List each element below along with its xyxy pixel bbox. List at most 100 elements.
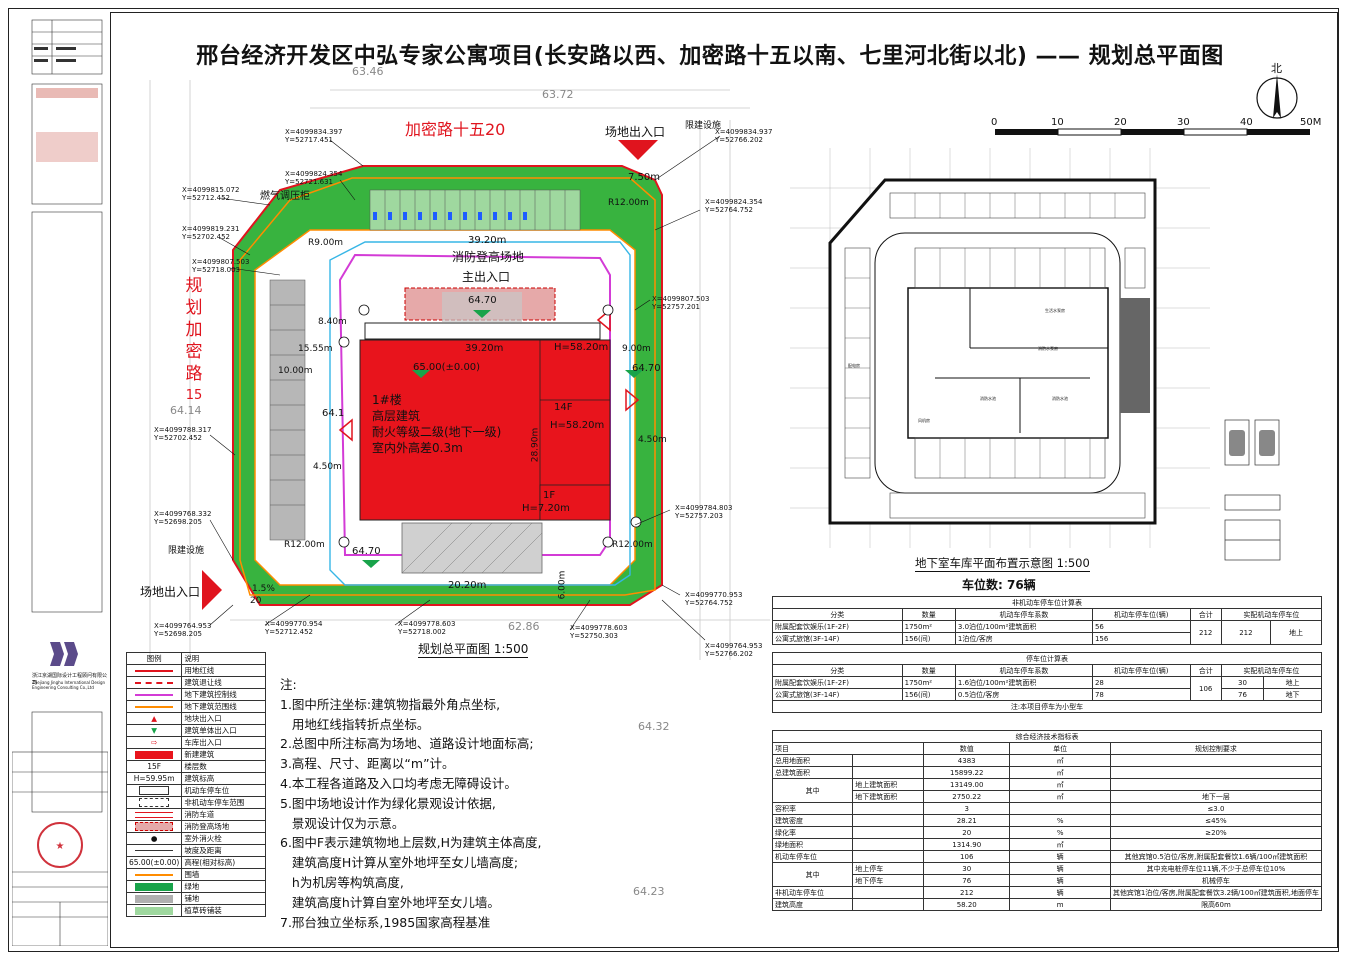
road-left-label: 规 划 加 密 路 15	[182, 275, 206, 407]
nonmotor-r0c6: 地上	[1270, 620, 1322, 645]
nonmotor-r1c2: 1泊位/客房	[954, 632, 1093, 645]
dim-east-2: 9.00m	[622, 344, 651, 354]
parking-detail	[1220, 400, 1290, 570]
motor-h5: 实配机动车停车位	[1220, 664, 1323, 677]
note-line-3: 3.高程、尺寸、距离以“m”计。	[280, 756, 455, 772]
legend-sym-5: ▼	[125, 724, 183, 737]
legend-12: 消防车道	[181, 808, 266, 821]
legend-11: 非机动车停车范围	[181, 796, 266, 809]
main-entry-label: 主出入口	[462, 270, 511, 284]
legend-sym-3	[125, 700, 183, 713]
idx-r2c4	[1109, 778, 1323, 791]
svg-text:★: ★	[56, 841, 65, 852]
index-h2: 单位	[1009, 742, 1111, 755]
index-h1: 数值	[923, 742, 1011, 755]
room-fire-pool-2: 消防水池	[1052, 396, 1068, 401]
idx-r5c1	[852, 814, 925, 827]
coord-8: X=4099788.317 Y=52702.452	[154, 426, 212, 442]
dim-building-width: 39.20m	[465, 343, 504, 354]
motor-r0c5: 30	[1220, 676, 1265, 689]
room-fire-pool-1: 消防水池	[980, 396, 996, 401]
north-arrow-icon	[1256, 74, 1298, 119]
coord-6: X=4099824.354 Y=52764.752	[705, 198, 763, 214]
basement-caption: 地下室车库平面布置示意图 1:500	[915, 556, 1090, 572]
idx-r12c4: 限高60m	[1109, 898, 1323, 911]
legend-sym-7	[125, 748, 183, 761]
idx-r6c0: 绿化率	[771, 826, 854, 839]
company-name: 浙江京湖国际设计工程顾问有限公司	[32, 673, 108, 686]
dim-south-east: 6.00m	[557, 570, 568, 600]
gas-cabinet-label: 燃气调压柜	[260, 191, 310, 202]
road-left-char-1: 划	[185, 298, 203, 318]
tower-floors: 14F	[554, 402, 573, 413]
note-line-0: 1.图中所注坐标:建筑物指最外角点坐标,	[280, 696, 501, 712]
legend-8: 楼层数	[181, 760, 266, 773]
tower-height: H=58.20m	[550, 420, 605, 431]
nonmotor-r1c3: 156	[1091, 632, 1191, 645]
index-h0: 项目	[771, 742, 925, 755]
idx-r9c4: 其中充电桩停车位11辆,不少于总停车位10%	[1109, 862, 1323, 875]
floor-elev-label: 65.00(±0.00)	[413, 362, 481, 373]
idx-r9c0: 其中	[771, 862, 854, 887]
motor-h3: 机动车停车位(辆)	[1091, 664, 1191, 677]
note-line-8: 建筑高度H计算从室外地坪至女儿墙高度;	[280, 855, 519, 871]
legend-sym-19	[125, 892, 183, 905]
dim-radius-4: R12.00m	[612, 540, 653, 550]
dim-depth: 28.90m	[530, 427, 541, 463]
legend-sym-17	[125, 868, 183, 881]
entrance-left-label: 场地出入口	[140, 585, 201, 599]
elev-6: 62.86	[508, 620, 540, 633]
title-block-grid: ★	[11, 19, 109, 947]
elev-5: 64.14	[170, 404, 202, 417]
scale-tick-4: 40	[1240, 117, 1253, 128]
dim-east-top: 7.50m	[628, 172, 661, 183]
legend-15: 坡度及距离	[181, 844, 266, 857]
elev-7: 64.32	[638, 720, 670, 733]
idx-r6c2: 20	[923, 826, 1011, 839]
legend-sym-2	[125, 688, 183, 701]
scale-tick-0: 0	[991, 117, 998, 128]
elev-0: 63.46	[352, 65, 384, 78]
scale-tick-5: 50M	[1300, 117, 1322, 128]
notes: 注: 1.图中所注坐标:建筑物指最外角点坐标, 用地红线指转折点坐标。 2.总图…	[280, 675, 541, 932]
motor-r0c4: 106	[1189, 676, 1222, 701]
idx-r7c2: 1314.90	[923, 838, 1011, 851]
motor-h1: 数量	[901, 664, 956, 677]
legend-sym-8: 15F	[125, 760, 183, 773]
coord-11: X=4099764.953 Y=52698.205	[154, 622, 212, 638]
room-fan: 风机房	[918, 418, 930, 423]
legend-1: 建筑退让线	[181, 676, 266, 689]
coord-7: X=4099807.503 Y=52757.201	[652, 295, 710, 311]
idx-r10c1: 地下停车	[852, 874, 925, 887]
idx-r12c2: 58.20	[923, 898, 1011, 911]
nonmotor-r0c4: 212	[1189, 620, 1222, 645]
motor-r1c1: 156(间)	[901, 688, 956, 701]
building-desc-line-0: 1#楼	[372, 393, 402, 407]
idx-r4c0: 容积率	[771, 802, 854, 815]
road-left-char-0: 规	[185, 276, 203, 296]
basement-plan: 生活水泵房 配电房 消防水泵房 消防水池 消防水池 风机房 地下室车库平面布置示…	[790, 148, 1210, 592]
motor-r0c3: 28	[1091, 676, 1191, 689]
legend-sym-12	[125, 808, 183, 821]
limit-top-label: 限建设施	[685, 121, 722, 131]
idx-r0c2: 4383	[923, 754, 1011, 767]
idx-r3c2: 2750.22	[923, 790, 1011, 803]
notes-head: 注:	[280, 677, 297, 692]
elev-9: 64.1	[322, 408, 345, 419]
index-title: 综合经济技术指标表	[772, 730, 1322, 743]
coord-14: X=4099778.603 Y=52750.303	[570, 624, 628, 640]
coord-15: X=4099770.953 Y=52764.752	[685, 591, 743, 607]
idx-r8c1	[852, 850, 925, 863]
scale-tick-1: 10	[1051, 117, 1064, 128]
scale-bar: 0 10 20 30 40 50M	[985, 117, 1325, 147]
title-block: ★ 浙江京湖国际设计工程顾问有限公司 Zhejiang Jinghu Inter…	[11, 12, 109, 947]
nonmotor-table: 非机动车停车位计算表 分类 数量 机动车停车系数 机动车停车位(辆) 合计 实配…	[772, 596, 1323, 645]
idx-r5c4: ≤45%	[1109, 814, 1323, 827]
legend-13: 消防登高场地	[181, 820, 266, 833]
site-plan-drawing	[149, 80, 770, 660]
idx-r11c1	[852, 886, 925, 899]
inner-frame	[110, 12, 1338, 948]
idx-r3c1: 地下建筑面积	[852, 790, 925, 803]
legend-sym-18	[125, 880, 183, 893]
